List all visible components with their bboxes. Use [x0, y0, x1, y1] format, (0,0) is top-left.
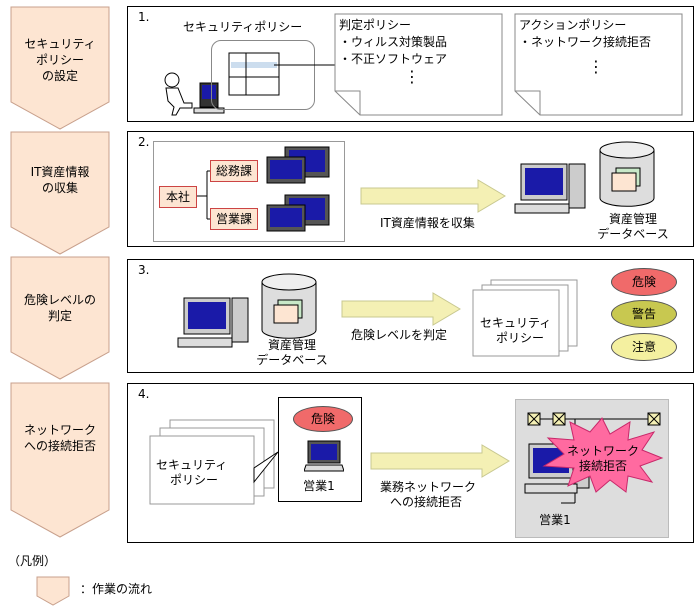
collect-arrow	[360, 179, 506, 213]
judgement-item-1: ・ウィルス対策製品	[339, 35, 448, 49]
db-label-line-1: 資産管理	[608, 212, 657, 226]
step-4-line-2: への接続拒否	[23, 439, 96, 453]
panel-4: 4. セキュリティ ポリシー 危険 営業1 業務ネットワーク への接続拒否	[127, 383, 694, 543]
step-3-line-2: 判定	[47, 309, 72, 323]
step-2-line-2: の収集	[41, 181, 78, 195]
dept-sales-box: 営業課	[210, 208, 258, 230]
panel-3: 3. 資産管理 データベース 危険レベルを判定 セキュリティ ポリシー 危険 警…	[127, 259, 694, 373]
step-1: セキュリティ ポリシー の設定	[10, 6, 110, 130]
step-1-line-1: セキュリティ	[24, 37, 96, 51]
judge-arrow	[341, 292, 461, 326]
user-at-pc-icon	[164, 72, 225, 116]
step-arrow-shape	[10, 382, 110, 538]
policy-stack-icon	[149, 419, 279, 505]
pc-cluster-icon	[266, 146, 330, 232]
step-1-line-2: ポリシー	[35, 53, 84, 67]
db-label-line-2: データベース	[256, 353, 328, 367]
policy-stack-icon	[472, 279, 578, 357]
network-line	[527, 412, 661, 504]
step-2-line-1: IT資産情報	[30, 165, 90, 179]
panel-number: 1.	[138, 10, 150, 24]
action-policy-title: アクションポリシー	[519, 18, 627, 32]
step-3: 危険レベルの 判定	[10, 256, 110, 380]
legend-title: （凡例）	[8, 554, 57, 568]
panel-number: 3.	[138, 263, 150, 277]
action-item-1: ・ネットワーク接続拒否	[519, 35, 652, 49]
action-policy-page	[514, 13, 683, 116]
policy-group-box	[211, 40, 315, 110]
panel-number: 4.	[138, 387, 150, 401]
denied-line-1: ネットワーク	[566, 444, 639, 458]
judgement-item-2: ・不正ソフトウェア	[339, 52, 448, 66]
policy-label-line-2: ポリシー	[496, 331, 545, 345]
level-warning-badge: 警告	[611, 300, 677, 328]
database-icon	[261, 273, 317, 339]
panel-number: 2.	[138, 135, 150, 149]
step-arrow-shape	[10, 6, 110, 130]
step-4-line-1: ネットワーク	[23, 423, 96, 437]
step-4: ネットワーク への接続拒否	[10, 382, 110, 538]
denied-line-2: 接続拒否	[578, 459, 627, 473]
policy-label-line-2: ポリシー	[170, 473, 219, 487]
deny-arrow	[370, 444, 510, 478]
step-2: IT資産情報 の収集	[10, 131, 110, 255]
danger-badge: 危険	[293, 406, 353, 432]
step-3-line-1: 危険レベルの	[23, 293, 96, 307]
panel-1: 1. セキュリティポリシー 判定ポリシー ・ウィルス対策製品 ・不正ソフトウェア…	[127, 6, 694, 122]
judgement-policy-page	[334, 13, 503, 116]
head-office-box: 本社	[159, 186, 197, 208]
db-label-line-1: 資産管理	[267, 338, 316, 352]
deny-arrow-line-2: への接続拒否	[390, 495, 463, 509]
legend-flow-label: ：作業の流れ	[80, 582, 153, 596]
denied-burst-icon	[542, 417, 664, 493]
db-label-line-2: データベース	[597, 227, 669, 241]
sales-pc-right-label: 営業1	[539, 513, 571, 527]
workstation-icon	[177, 297, 249, 348]
judge-arrow-label: 危険レベルを判定	[351, 328, 448, 342]
judgement-policy-title: 判定ポリシー	[339, 18, 412, 32]
office-group-box	[153, 141, 345, 242]
collect-arrow-label: IT資産情報を収集	[380, 216, 475, 230]
level-caution-badge: 注意	[611, 333, 677, 361]
step-arrow-shape	[10, 256, 110, 380]
level-danger-badge: 危険	[611, 268, 677, 296]
security-policy-label: セキュリティポリシー	[183, 20, 303, 34]
judgement-more: ⋮	[404, 67, 420, 86]
step-arrow-shape	[10, 131, 110, 255]
panel-2: 2. 本社 総務課 営業課 IT資産情報を収集 資産管理 データベース	[127, 131, 694, 247]
legend-flow-icon	[36, 576, 70, 606]
dept-general-box: 総務課	[210, 160, 258, 182]
workstation-icon	[514, 163, 586, 214]
laptop-icon	[304, 440, 344, 472]
step-1-line-3: の設定	[41, 69, 78, 83]
policy-document-icon	[228, 52, 366, 96]
policy-label-line-1: セキュリティ	[480, 316, 552, 330]
policy-label-line-1: セキュリティ	[156, 458, 228, 472]
deny-arrow-line-1: 業務ネットワーク	[380, 480, 477, 494]
sales-pc-label: 営業1	[303, 479, 335, 493]
action-more: ⋮	[588, 57, 604, 76]
database-icon	[599, 141, 655, 207]
